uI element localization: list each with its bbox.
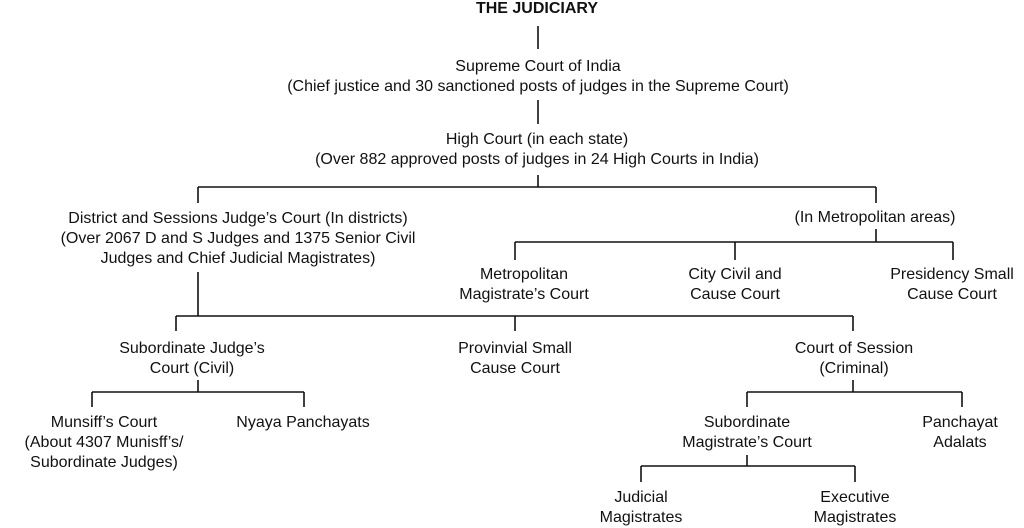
node-line: Magistrates bbox=[599, 509, 683, 526]
node-line: Presidency Small bbox=[890, 266, 1014, 283]
node-metropolitan-areas: (In Metropolitan areas) bbox=[795, 208, 956, 228]
node-line: (Criminal) bbox=[819, 360, 889, 377]
node-court-of-session: Court of Session (Criminal) bbox=[795, 339, 913, 379]
node-line: Subordinate Judges) bbox=[30, 454, 178, 471]
node-line: Panchayat bbox=[922, 414, 998, 431]
node-metropolitan-magistrate: Metropolitan Magistrate’s Court bbox=[459, 265, 589, 305]
node-line: District and Sessions Judge’s Court (In … bbox=[68, 210, 408, 227]
node-line: Magistrates bbox=[813, 509, 897, 526]
node-line: Supreme Court of India bbox=[455, 58, 621, 75]
node-high-court: High Court (in each state) (Over 882 app… bbox=[315, 130, 759, 170]
node-line: (Chief justice and 30 sanctioned posts o… bbox=[287, 78, 789, 95]
node-line: Cause Court bbox=[907, 286, 997, 303]
node-presidency-small-cause: Presidency Small Cause Court bbox=[890, 265, 1014, 305]
node-district-court: District and Sessions Judge’s Court (In … bbox=[61, 209, 416, 269]
node-line: Adalats bbox=[933, 434, 987, 451]
node-line: Magistrate’s Court bbox=[682, 434, 812, 451]
node-line: Judicial bbox=[614, 489, 668, 506]
node-line: Subordinate Judge’s bbox=[119, 340, 265, 357]
node-line: Cause Court bbox=[690, 286, 780, 303]
node-line: Judges and Chief Judicial Magistrates) bbox=[100, 250, 376, 267]
node-line: Court of Session bbox=[794, 340, 914, 357]
diagram-title: THE JUDICIARY bbox=[475, 0, 599, 17]
node-executive-magistrates: Executive Magistrates bbox=[814, 488, 897, 528]
node-line: Nyaya Panchayats bbox=[236, 414, 370, 431]
node-nyaya-panchayats: Nyaya Panchayats bbox=[236, 413, 369, 433]
node-judicial-magistrates: Judicial Magistrates bbox=[600, 488, 683, 528]
node-provinvial-small-cause: Provinvial Small Cause Court bbox=[458, 339, 572, 379]
node-line: Cause Court bbox=[470, 360, 560, 377]
node-line: (In Metropolitan areas) bbox=[794, 209, 956, 226]
node-city-civil-court: City Civil and Cause Court bbox=[688, 265, 781, 305]
node-line: Provinvial Small bbox=[458, 340, 572, 357]
node-panchayat-adalats: Panchayat Adalats bbox=[922, 413, 998, 453]
node-subordinate-magistrate: Subordinate Magistrate’s Court bbox=[682, 413, 812, 453]
node-line: (About 4307 Munisff’s/ bbox=[24, 434, 184, 451]
node-line: Subordinate bbox=[703, 414, 791, 431]
node-subordinate-judge-court: Subordinate Judge’s Court (Civil) bbox=[119, 339, 265, 379]
node-line: City Civil and bbox=[688, 266, 782, 283]
node-line: (Over 882 approved posts of judges in 24… bbox=[315, 151, 759, 168]
node-line: Munsiff’s Court bbox=[50, 414, 158, 431]
node-line: Executive bbox=[820, 489, 890, 506]
node-supreme-court: Supreme Court of India (Chief justice an… bbox=[287, 57, 789, 97]
node-line: (Over 2067 D and S Judges and 1375 Senio… bbox=[60, 230, 416, 247]
node-munsiff-court: Munsiff’s Court (About 4307 Munisff’s/ S… bbox=[25, 413, 184, 473]
node-line: Magistrate’s Court bbox=[459, 286, 589, 303]
node-line: High Court (in each state) bbox=[445, 131, 629, 148]
node-line: Metropolitan bbox=[479, 266, 569, 283]
node-line: Court (Civil) bbox=[149, 360, 235, 377]
